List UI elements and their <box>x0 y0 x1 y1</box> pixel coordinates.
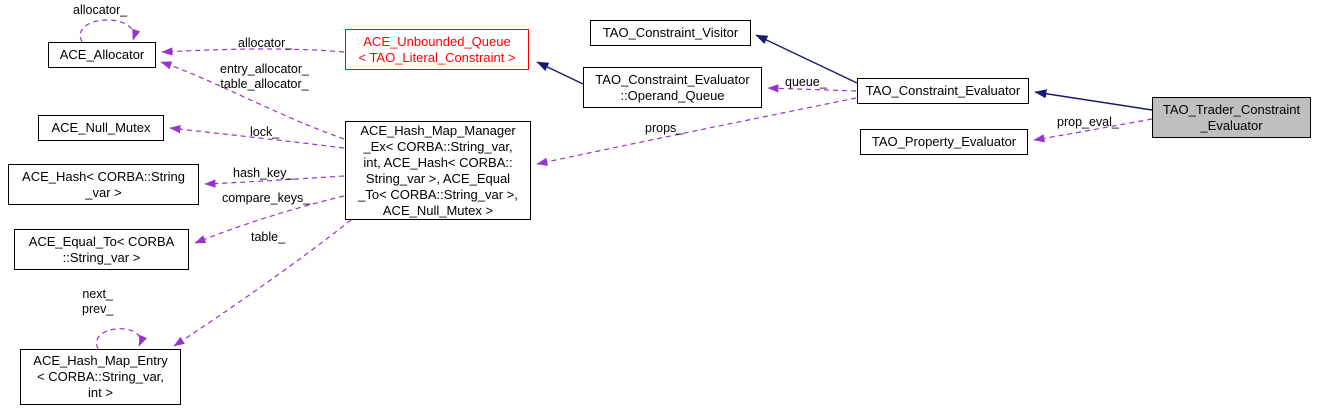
node-ace-hash-label: ACE_Hash< CORBA::String _var > <box>22 168 185 200</box>
edge-label-lock: lock_ <box>250 125 280 139</box>
node-ace-hash-map-entry[interactable]: ACE_Hash_Map_Entry < CORBA::String_var, … <box>20 349 181 405</box>
node-tao-property-evaluator[interactable]: TAO_Property_Evaluator <box>860 129 1028 155</box>
node-ace-hash-map-entry-label: ACE_Hash_Map_Entry < CORBA::String_var, … <box>33 353 168 400</box>
node-ace-equal-to-label: ACE_Equal_To< CORBA ::String_var > <box>28 233 175 265</box>
node-tao-constraint-evaluator-operand-queue-label: TAO_Constraint_Evaluator ::Operand_Queue <box>595 71 750 103</box>
node-tao-constraint-evaluator[interactable]: TAO_Constraint_Evaluator <box>857 78 1029 104</box>
edge-label-queue: queue_ <box>785 75 827 89</box>
node-ace-null-mutex-label: ACE_Null_Mutex <box>51 120 151 135</box>
node-ace-hash-map-manager-ex-label: ACE_Hash_Map_Manager _Ex< CORBA::String_… <box>358 122 518 218</box>
edge-label-prop-eval: prop_eval_ <box>1057 115 1119 129</box>
edge-inherit-operand-queue-unbounded-queue <box>536 61 584 85</box>
node-tao-property-evaluator-label: TAO_Property_Evaluator <box>871 134 1017 149</box>
edge-next-prev-self-loop <box>95 328 148 350</box>
node-ace-unbounded-queue[interactable]: ACE_Unbounded_Queue < TAO_Literal_Constr… <box>345 29 529 70</box>
node-tao-trader-constraint-evaluator-label: TAO_Trader_Constraint _Evaluator <box>1162 101 1301 133</box>
node-ace-hash[interactable]: ACE_Hash< CORBA::String _var > <box>8 164 199 205</box>
node-ace-equal-to[interactable]: ACE_Equal_To< CORBA ::String_var > <box>14 229 189 270</box>
edge-allocator-self-loop <box>79 19 141 43</box>
node-tao-constraint-evaluator-operand-queue[interactable]: TAO_Constraint_Evaluator ::Operand_Queue <box>583 67 762 108</box>
edge-label-allocator: allocator_ <box>238 36 293 50</box>
edge-label-entry-table-allocator: entry_allocator_ table_allocator_ <box>220 62 309 91</box>
edge-label-table: table_ <box>251 230 286 244</box>
node-ace-null-mutex[interactable]: ACE_Null_Mutex <box>38 115 164 141</box>
edge-inherit-trader-constraint-evaluator <box>1034 89 1153 111</box>
node-ace-unbounded-queue-label: ACE_Unbounded_Queue < TAO_Literal_Constr… <box>358 33 516 65</box>
edge-label-next-prev: next_ prev_ <box>82 287 114 316</box>
edge-label-hash-key: hash_key_ <box>233 166 294 180</box>
node-tao-constraint-visitor[interactable]: TAO_Constraint_Visitor <box>590 20 751 46</box>
edge-label-props: props_ <box>645 121 684 135</box>
node-tao-trader-constraint-evaluator: TAO_Trader_Constraint _Evaluator <box>1152 97 1311 138</box>
node-ace-hash-map-manager-ex[interactable]: ACE_Hash_Map_Manager _Ex< CORBA::String_… <box>345 121 531 220</box>
node-ace-allocator-label: ACE_Allocator <box>59 47 145 62</box>
edge-label-allocator-self-loop: allocator_ <box>73 3 128 17</box>
node-tao-constraint-visitor-label: TAO_Constraint_Visitor <box>602 25 739 40</box>
node-ace-allocator[interactable]: ACE_Allocator <box>48 42 156 68</box>
edge-label-compare-keys: compare_keys_ <box>222 191 311 205</box>
node-tao-constraint-evaluator-label: TAO_Constraint_Evaluator <box>865 83 1021 98</box>
